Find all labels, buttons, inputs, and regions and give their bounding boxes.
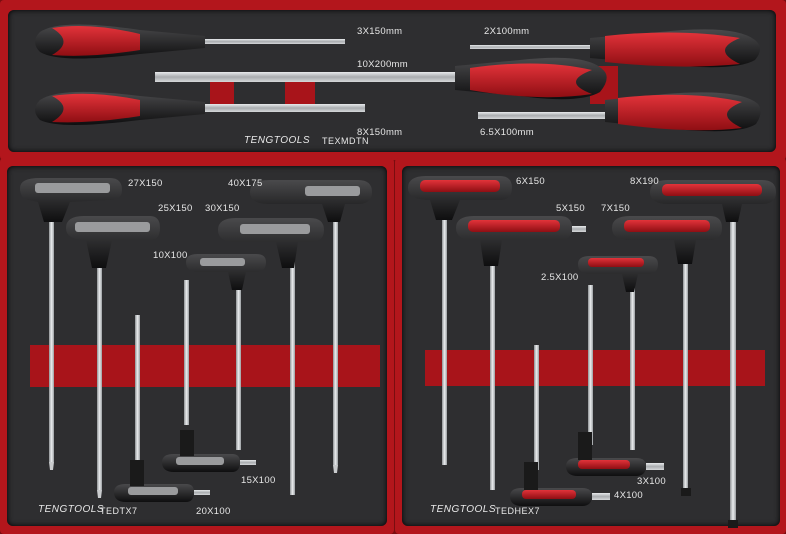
- size-label: 6X150: [516, 176, 545, 187]
- size-label: 40X175: [228, 178, 263, 189]
- brand-logo: TENGTOOLS: [244, 135, 310, 146]
- size-label: 10X100: [153, 250, 188, 261]
- t-handle-tx40: [250, 180, 372, 222]
- size-label: 2.5X100: [541, 272, 579, 283]
- size-label: 3X100: [637, 476, 666, 487]
- brand-logo: TENGTOOLS: [38, 504, 104, 515]
- t-handle-tx27: [20, 178, 122, 222]
- size-label: 20X100: [196, 506, 231, 517]
- set-code: TEXMDTN: [322, 136, 369, 146]
- t-handle-hex8: [650, 180, 776, 222]
- screwdriver-2x100: [470, 29, 760, 68]
- t-handle-hex3: [566, 432, 664, 476]
- size-label: 7X150: [601, 203, 630, 214]
- size-label: 6.5X100mm: [480, 127, 534, 138]
- size-label: 2X100mm: [484, 26, 530, 37]
- screwdriver-8x150: [35, 91, 365, 125]
- screwdriver-6.5x100: [478, 92, 761, 132]
- t-handle-tx30: [218, 218, 324, 268]
- size-label: 10X200mm: [357, 59, 408, 70]
- t-handle-hex4: [510, 462, 610, 506]
- t-handle-tx10: [186, 254, 266, 290]
- size-label: 5X150: [556, 203, 585, 214]
- size-label: 25X150: [158, 203, 193, 214]
- brand-logo: TENGTOOLS: [430, 504, 496, 515]
- set-code: TEDTX7: [100, 506, 138, 516]
- t-handle-hex6: [408, 176, 512, 220]
- size-label: 4X100: [614, 490, 643, 501]
- t-handle-hex2.5: [578, 256, 658, 292]
- size-label: 30X150: [205, 203, 240, 214]
- screwdriver-3x150: [35, 24, 345, 59]
- size-label: 3X150mm: [357, 26, 403, 37]
- screwdriver-10x200: [155, 57, 607, 100]
- size-label: 27X150: [128, 178, 163, 189]
- t-handle-hex7: [612, 216, 722, 264]
- set-code: TEDHEX7: [495, 506, 541, 516]
- t-handle-tx25: [66, 216, 160, 268]
- t-handle-tx20: [114, 460, 210, 502]
- size-label: 8X150mm: [357, 127, 403, 138]
- size-label: 15X100: [241, 475, 276, 486]
- t-handle-hex5: [456, 216, 586, 266]
- size-label: 8X190: [630, 176, 659, 187]
- t-handle-tx15: [162, 430, 256, 472]
